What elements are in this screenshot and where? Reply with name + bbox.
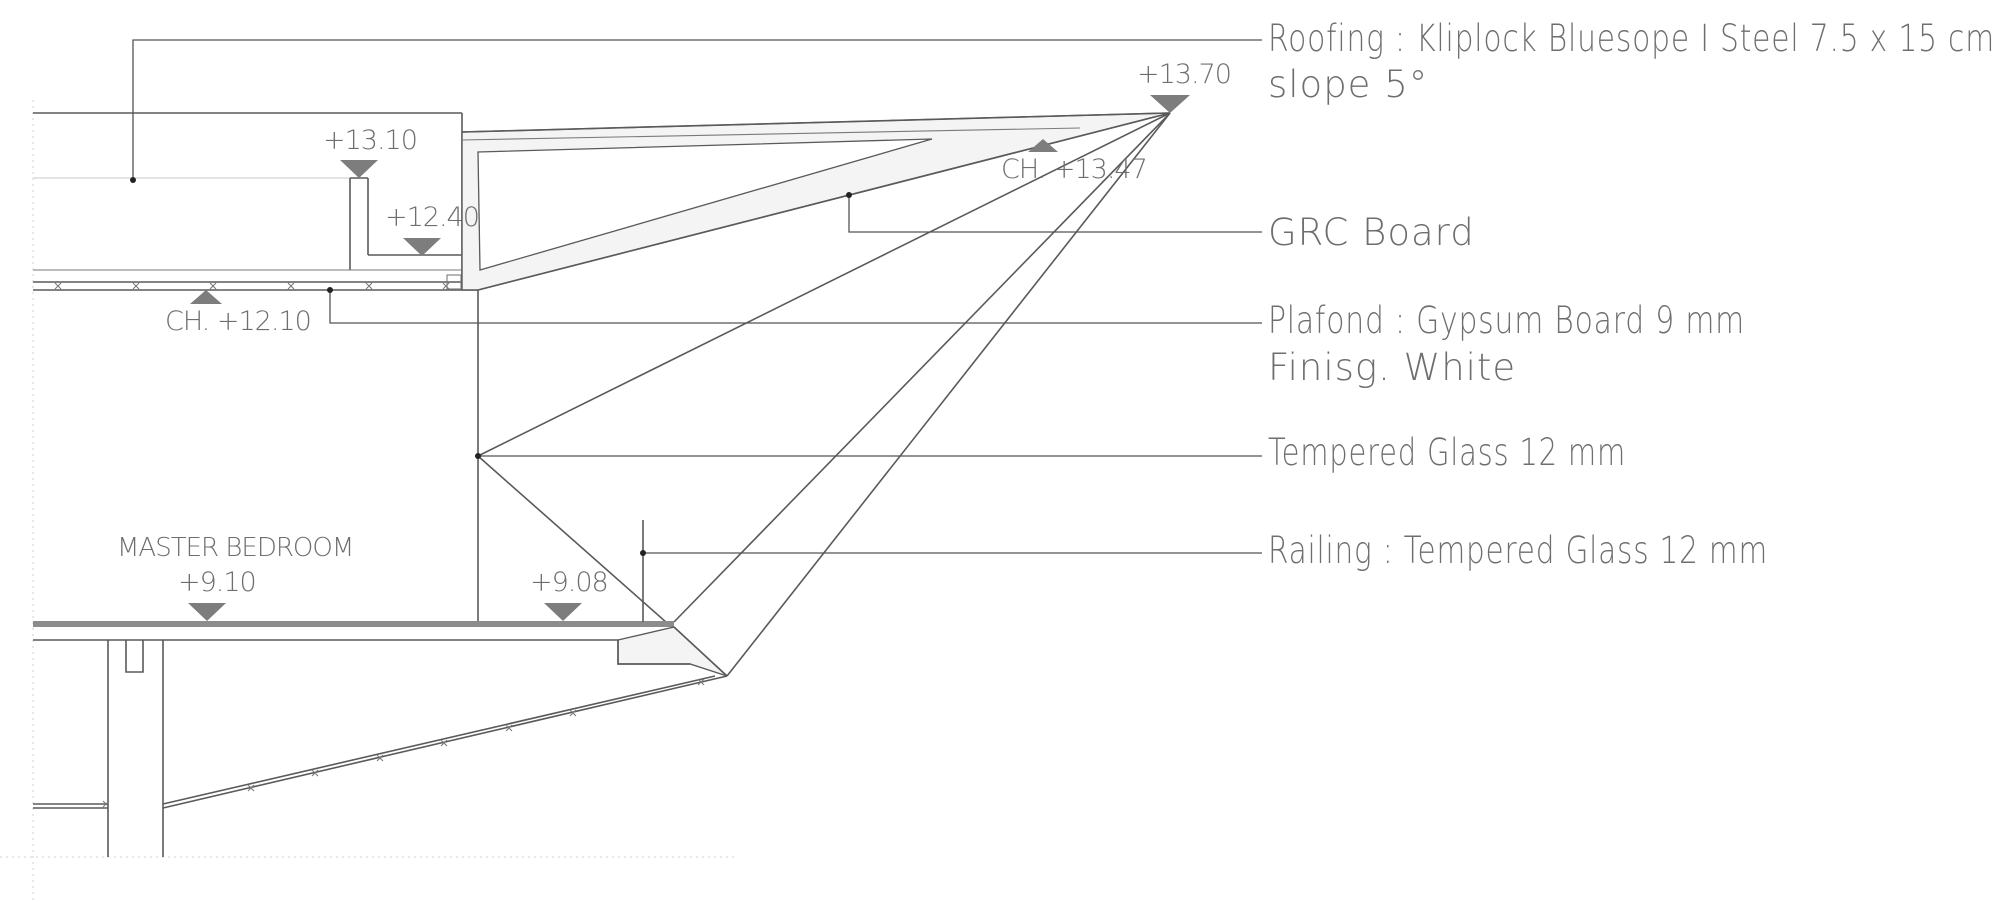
floor-slab [33,621,728,857]
note-roofing-line1: Roofing : Kliplock Bluesope I Steel 7.5 … [1268,17,1995,60]
level-ch-canopy: CH. +13.47 [1001,154,1147,185]
leaders [132,39,1262,554]
note-roofing-line2: slope 5° [1268,63,1428,106]
soffit-hangers [102,678,705,808]
level-marker-parapet [340,160,378,178]
bracing-lines [477,112,1171,677]
level-markers [188,95,1190,621]
sheet-guides [0,100,735,902]
note-plafond-line1: Plafond : Gypsum Board 9 mm [1268,299,1745,342]
level-marker-roof-top [1150,95,1190,113]
level-marker-gutter [403,238,441,256]
level-marker-ch-ceiling [190,290,222,304]
note-railing: Railing : Tempered Glass 12 mm [1268,529,1768,572]
level-marker-balcony [544,603,582,621]
room-label-master-bedroom: MASTER BEDROOM [117,533,353,563]
level-gutter: +12.40 [385,202,479,233]
level-marker-bedroom [188,603,226,621]
level-parapet-top: +13.10 [323,125,417,156]
level-balcony: +9.08 [530,567,608,598]
note-plafond-line2: Finisg. White [1268,346,1516,389]
level-roof-top: +13.70 [1137,59,1231,90]
level-master-bedroom: +9.10 [178,567,256,598]
level-marker-ch-canopy [1028,139,1058,152]
note-grc-board: GRC Board [1268,211,1475,254]
ceiling-hangers [54,282,450,290]
grc-canopy [461,112,1171,291]
level-ch-ceiling: CH. +12.10 [165,306,311,337]
leader-dots [130,177,852,556]
note-tempered-glass: Tempered Glass 12 mm [1268,431,1626,474]
